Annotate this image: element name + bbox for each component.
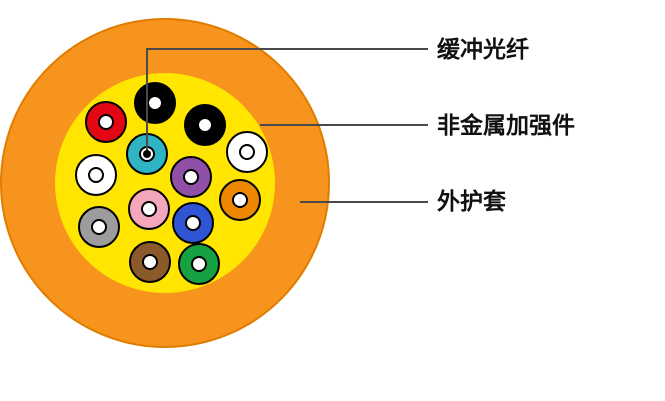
pointer-dot: [143, 150, 151, 158]
labels: 缓冲光纤 非金属加强件 外护套: [437, 36, 575, 215]
fiber-gray: [78, 206, 120, 248]
fiber-green: [178, 243, 220, 285]
cable-shapes: [0, 18, 330, 348]
label-strength-member: 非金属加强件: [437, 112, 575, 139]
fiber-black: [184, 104, 226, 146]
label-buffered-fiber: 缓冲光纤: [437, 36, 529, 63]
leader-lines: [143, 48, 428, 203]
fiber-pink: [128, 188, 170, 230]
fiber-purple: [170, 156, 212, 198]
fiber-white: [226, 131, 268, 173]
fiber-white: [75, 154, 117, 196]
fiber-blue: [172, 202, 214, 244]
fiber-black: [134, 82, 176, 124]
leader-line-0: [146, 48, 428, 154]
fiber-red: [85, 101, 127, 143]
fiber-brown: [129, 241, 171, 283]
fiber-orange: [219, 179, 261, 221]
label-outer-sheath: 外护套: [437, 188, 506, 215]
